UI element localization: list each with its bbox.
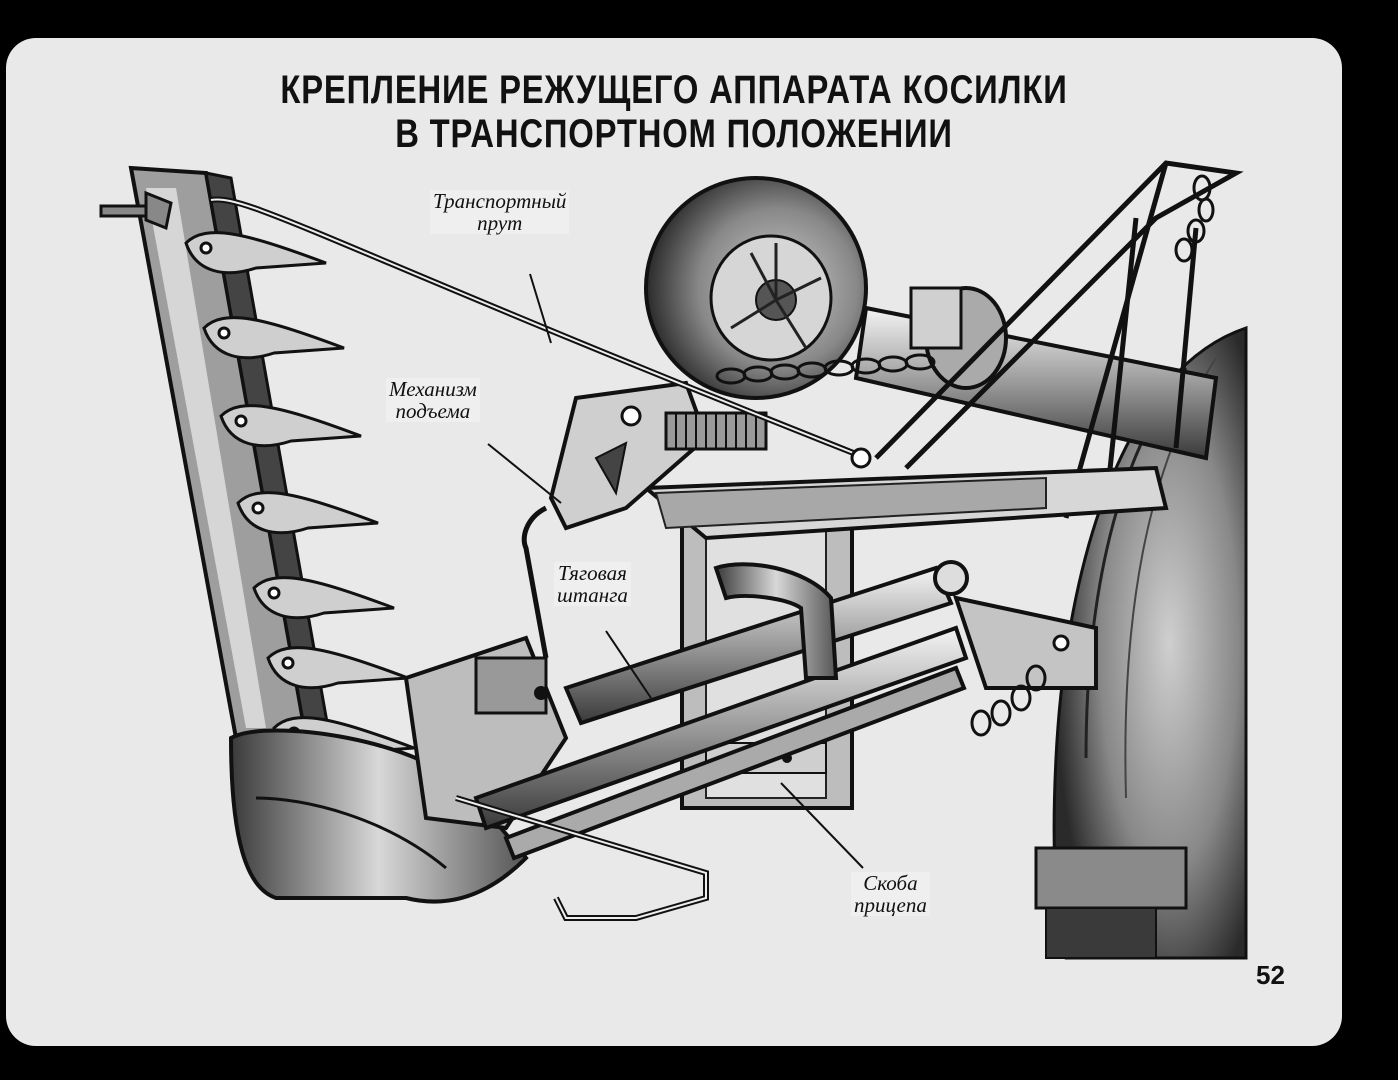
label-lift-mechanism-line1: Механизм — [389, 377, 477, 401]
mower-illustration — [99, 160, 1248, 960]
label-hitch-bracket: Скоба прицепа — [851, 872, 930, 916]
draft-bars — [473, 562, 969, 861]
label-hitch-bracket-line2: прицепа — [854, 893, 927, 917]
label-transport-rod-line2: прут — [477, 211, 523, 235]
a-frame — [874, 160, 1244, 519]
small-wheel — [644, 176, 868, 400]
wing-nut — [99, 190, 173, 231]
tractor-wheel — [1034, 325, 1248, 960]
label-transport-rod: Транспортный прут — [430, 189, 570, 235]
label-hitch-bracket-line1: Скоба — [863, 871, 918, 895]
cross-beam — [640, 465, 1169, 541]
transport-rod — [210, 196, 872, 921]
title-line-1: КРЕПЛЕНИЕ РЕЖУЩЕГО АППАРАТА КОСИЛКИ — [280, 68, 1068, 112]
chain-top — [1174, 174, 1215, 263]
cutter-guards — [184, 231, 415, 760]
lift-link — [521, 505, 549, 659]
slide: КРЕПЛЕНИЕ РЕЖУЩЕГО АППАРАТА КОСИЛКИ В ТР… — [6, 38, 1342, 1046]
title-line-2: В ТРАНСПОРТНОМ ПОЛОЖЕНИИ — [395, 112, 953, 156]
lift-chain — [715, 353, 936, 385]
drive-shaft — [853, 286, 1219, 461]
label-draft-bar-line1: Тяговая — [558, 561, 627, 585]
label-draft-bar: Тяговая штанга — [554, 562, 631, 606]
slide-title: КРЕПЛЕНИЕ РЕЖУЩЕГО АППАРАТА КОСИЛКИ В ТР… — [126, 68, 1222, 156]
label-lift-mechanism: Механизм подъема — [386, 378, 480, 422]
hitch-assembly — [933, 560, 1098, 737]
page-number: 52 — [1256, 960, 1285, 990]
label-draft-bar-line2: штанга — [557, 583, 628, 607]
leader-lines — [487, 273, 864, 869]
label-lift-mechanism-line2: подъема — [395, 399, 471, 423]
label-transport-rod-line1: Транспортный — [433, 189, 567, 213]
inner-shoe — [228, 728, 529, 904]
